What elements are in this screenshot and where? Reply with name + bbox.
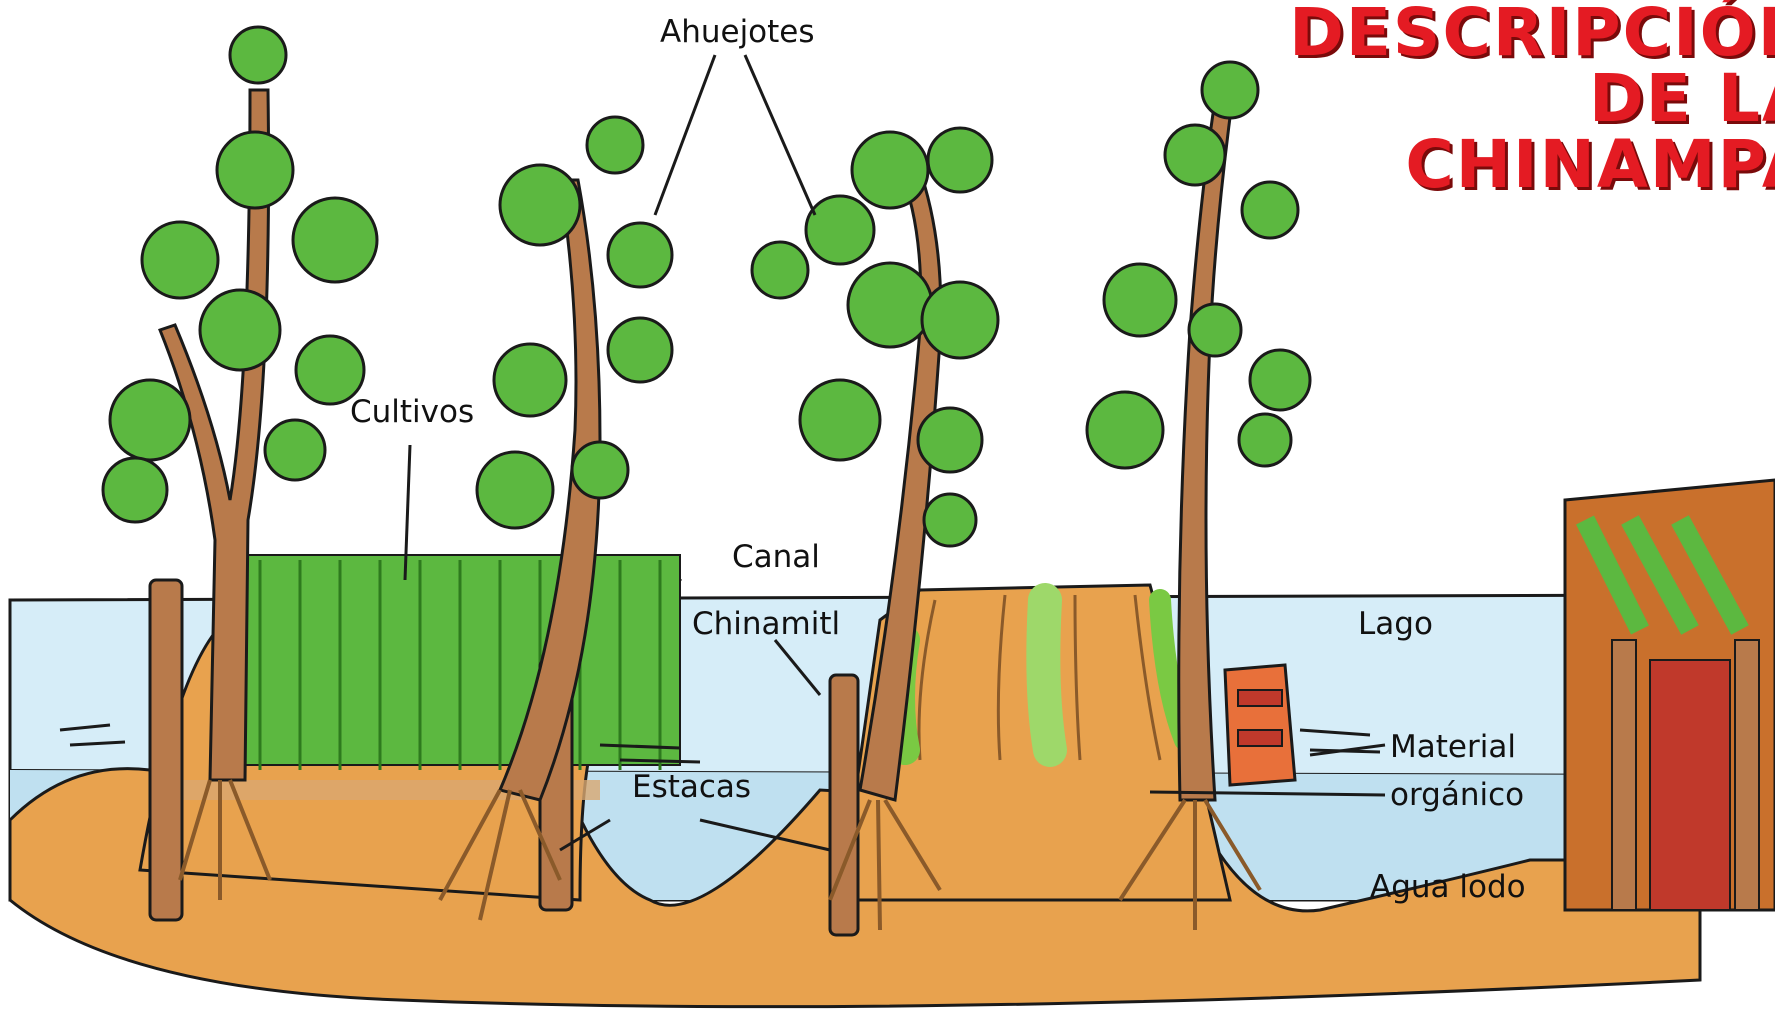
crops-left xyxy=(240,555,680,770)
walled-chinampa-right xyxy=(1565,480,1775,910)
label-agua-lodo: Agua lodo xyxy=(1370,870,1526,904)
label-estacas: Estacas xyxy=(632,770,751,804)
title-line-3: CHINAMPA xyxy=(1255,132,1775,198)
title-line-1: DESCRIPCIÓN xyxy=(1255,0,1775,66)
label-cultivos: Cultivos xyxy=(350,395,474,429)
label-lago: Lago xyxy=(1358,607,1433,641)
canoe xyxy=(1225,665,1295,785)
tree-foliage xyxy=(103,27,1310,546)
label-material: Material xyxy=(1390,730,1516,764)
label-ahuejotes: Ahuejotes xyxy=(660,15,815,49)
title-line-2: DE LA xyxy=(1255,66,1775,132)
diagram-title: DESCRIPCIÓN DE LA CHINAMPA xyxy=(1255,0,1775,198)
label-chinamitl: Chinamitl xyxy=(692,607,840,641)
label-organico: orgánico xyxy=(1390,778,1524,812)
label-canal: Canal xyxy=(732,540,820,574)
